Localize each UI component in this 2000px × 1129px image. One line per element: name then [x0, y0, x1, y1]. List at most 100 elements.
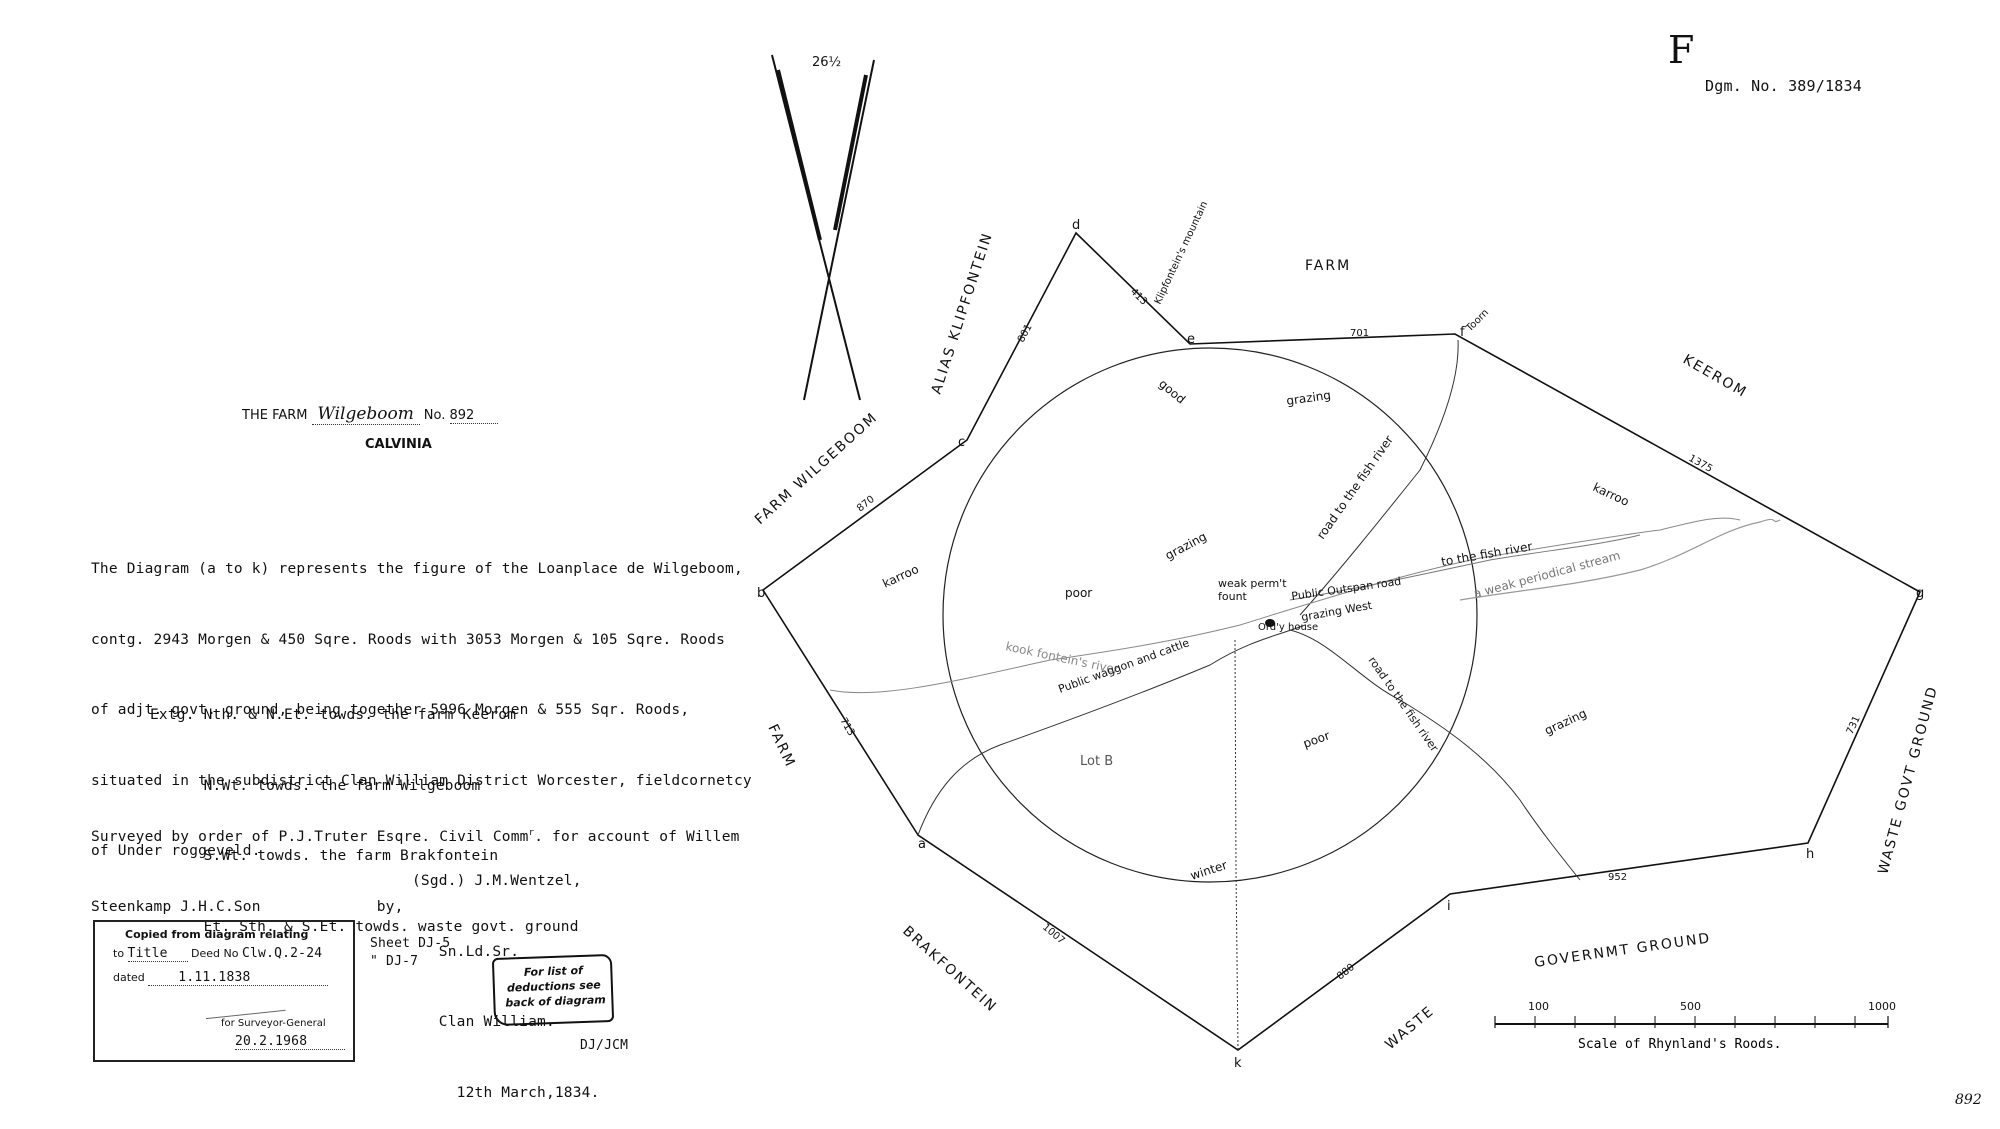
- boundary-circle: [942, 347, 1478, 883]
- neighbour-klipfontein: ALIAS KLIPFONTEIN: [929, 230, 997, 396]
- label-grazing-mid: grazing: [1163, 529, 1209, 562]
- road-to-fish-river-south: [1289, 629, 1581, 881]
- extent-line: Extg. Nth. & N.Et. towds. the farm Keero…: [150, 707, 517, 723]
- sheet-refs: Sheet DJ-5 " DJ-7: [370, 935, 450, 971]
- vertex-i: i: [1447, 899, 1451, 914]
- description-line: contg. 2943 Morgen & 450 Sqre. Roods wit…: [91, 631, 726, 648]
- scale-bar: [1494, 1016, 1889, 1028]
- vertex-d: d: [1072, 218, 1080, 233]
- edge-lengths: 870 801 413 701 1375 731 952 880 1007 71…: [837, 286, 1862, 982]
- label-grazing-right: grazing: [1542, 706, 1588, 738]
- signature-line: Sn.Ld.Sr.: [412, 943, 520, 960]
- diagram-number: Dgm. No. 389/1834: [1705, 77, 1862, 95]
- neighbour-farm-left: FARM: [764, 722, 798, 771]
- neighbour-farm-top: FARM: [1305, 258, 1351, 274]
- interior-labels: Klipfontein's mountain good grazing road…: [880, 200, 1631, 883]
- survey-line-1: Surveyed by order of P.J.Truter Esqre. C…: [91, 828, 740, 845]
- description-line: of Under roggeveld.: [91, 843, 261, 859]
- house-marker: [1265, 619, 1275, 627]
- label-road-fish-bottom: road to the fish river: [1366, 654, 1442, 754]
- scale-tick-100: 100: [1528, 1000, 1549, 1013]
- scale-caption: Scale of Rhynland's Roods.: [1578, 1037, 1782, 1052]
- edge-length-bc: 870: [855, 494, 877, 514]
- vertex-c: c: [958, 435, 965, 450]
- vertex-k: k: [1234, 1056, 1242, 1071]
- signature-line: (Sgd.) J.M.Wentzel,: [412, 873, 582, 889]
- neighbour-waste-right: WASTE GOVT GROUND: [1875, 684, 1941, 876]
- farm-number: 892: [449, 408, 498, 424]
- extent-line: N.Wt. towds. the farm Wilgeboom: [150, 777, 481, 794]
- survey-line-2: Steenkamp J.H.C.Son by,: [91, 899, 404, 916]
- initials: DJ/JCM: [580, 1038, 629, 1053]
- signature-scribble: [204, 995, 286, 1020]
- farm-prefix: THE FARM: [242, 408, 308, 423]
- farm-name: Wilgeboom: [311, 404, 420, 425]
- label-grazing-top: grazing: [1285, 388, 1331, 408]
- toorn-note: Toorn: [1464, 307, 1492, 335]
- north-arrow-label: 26½: [812, 55, 841, 70]
- edge-length-ef: 701: [1350, 328, 1369, 339]
- neighbour-brakfontein: BRAKFONTEIN: [899, 923, 1000, 1016]
- north-arrow: [771, 54, 875, 401]
- scale-tick-1000: 1000: [1868, 1000, 1896, 1013]
- edge-length-hi: 952: [1608, 872, 1627, 883]
- scale-tick-500: 500: [1680, 1000, 1701, 1013]
- farm-boundary: [761, 231, 1922, 1051]
- edge-length-de: 413: [1128, 286, 1149, 307]
- neighbour-waste-left: WASTE: [1382, 1003, 1437, 1053]
- label-klipfontein-mountain: Klipfontein's mountain: [1153, 200, 1211, 307]
- description-line: The Diagram (a to k) represents the figu…: [91, 561, 743, 577]
- copied-to-row: to Title Deed No Clw.Q.2-24: [113, 946, 323, 962]
- public-waggon-road: [917, 624, 1306, 836]
- label-weak-perm: weak perm't: [1218, 577, 1287, 590]
- farm-no-label: No.: [423, 408, 446, 423]
- label-poor-bottom: poor: [1301, 728, 1331, 750]
- vertex-labels: a b c d e f g h i k: [757, 218, 1924, 1071]
- label-good: good: [1156, 377, 1188, 407]
- deductions-line: back of diagram: [505, 993, 606, 1010]
- copied-title: Copied from diagram relating: [125, 928, 309, 941]
- edge-length-cd: 801: [1016, 322, 1035, 344]
- label-karroo-right: karroo: [1591, 480, 1632, 509]
- label-lot-b: Lot B: [1080, 754, 1113, 769]
- outspan-road: [1289, 534, 1641, 601]
- page-number: 892: [1955, 1092, 1982, 1108]
- label-public-outspan: Public Outspan road: [1291, 575, 1402, 603]
- label-karroo-left: karroo: [880, 562, 921, 591]
- edge-length-fg: 1375: [1687, 453, 1715, 475]
- vertex-e: e: [1187, 332, 1195, 347]
- sheet-letter: F: [1668, 28, 1695, 72]
- label-poor-top: poor: [1065, 586, 1092, 600]
- extent-line: S.Wt. towds. the farm Brakfontein: [150, 848, 499, 864]
- internal-lines: [829, 339, 1781, 1051]
- signature-line: 12th March,1834.: [412, 1084, 600, 1101]
- copied-surveyor-date: 20.2.1968: [235, 1034, 345, 1050]
- deductions-stamp: For list of deductions see back of diagr…: [491, 953, 615, 1027]
- farm-district: CALVINIA: [365, 437, 432, 452]
- stream-line: [1459, 518, 1781, 601]
- copied-dated-row: dated 1.11.1838: [113, 970, 329, 986]
- farm-header: THE FARM Wilgeboom No. 892: [242, 404, 498, 425]
- vertex-f: f: [1460, 325, 1465, 340]
- neighbour-labels: FARM KEEROM ALIAS KLIPFONTEIN FARM WILGE…: [752, 230, 1941, 1053]
- label-ordy-house: Ord'y house: [1258, 622, 1318, 633]
- river-line: [829, 517, 1741, 694]
- vertex-g: g: [1916, 586, 1924, 601]
- sheet-ref: Sheet DJ-5: [370, 936, 451, 951]
- extents-block: Extg. Nth. & N.Et. towds. the farm Keero…: [150, 657, 579, 963]
- vertex-h: h: [1806, 847, 1814, 862]
- sheet-ref: " DJ-7: [370, 954, 419, 969]
- description-line: situated in the subdistrict Clan William…: [91, 772, 752, 789]
- label-fount: fount: [1218, 590, 1248, 603]
- copied-stamp: Copied from diagram relating to Title De…: [93, 920, 355, 1062]
- copied-surveyor-label: for Surveyor-General: [221, 1018, 326, 1029]
- description-line: of adjt. govt. ground, being together 59…: [91, 702, 690, 718]
- vertex-a: a: [918, 837, 926, 852]
- label-to-fish-river: to the fish river: [1440, 539, 1533, 569]
- neighbour-keerom: KEEROM: [1680, 352, 1750, 402]
- description-block: The Diagram (a to k) represents the figu…: [91, 511, 752, 887]
- signature-block: (Sgd.) J.M.Wentzel, Sn.Ld.Sr. Clan Willi…: [412, 823, 600, 1129]
- extent-line: Et. Sth. & S.Et. towds. waste govt. grou…: [150, 918, 579, 935]
- road-dashed-line: [1234, 639, 1239, 1051]
